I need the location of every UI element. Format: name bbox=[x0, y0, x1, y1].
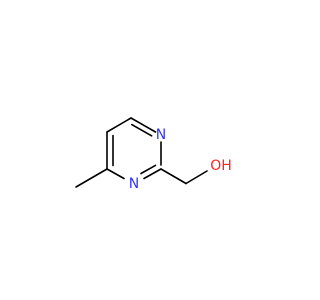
atom-n1-label: N bbox=[156, 127, 166, 143]
atom-n3-label: N bbox=[129, 176, 139, 192]
bond-c5-c6 bbox=[106, 117, 132, 133]
bond-c2-n3-inner bbox=[140, 164, 157, 175]
atom-oh-label: OH bbox=[210, 158, 232, 174]
bond-c4-methyl bbox=[75, 168, 108, 188]
bond-c2-n3 bbox=[143, 168, 162, 180]
bond-c6-n1 bbox=[130, 117, 157, 133]
molecule-structure: N N OH bbox=[75, 117, 232, 192]
bond-c6-n1-inner bbox=[131, 123, 153, 137]
bond-ch2-o bbox=[185, 170, 208, 185]
bond-n3-c4 bbox=[106, 168, 125, 180]
bond-c2-ch2 bbox=[160, 168, 187, 185]
